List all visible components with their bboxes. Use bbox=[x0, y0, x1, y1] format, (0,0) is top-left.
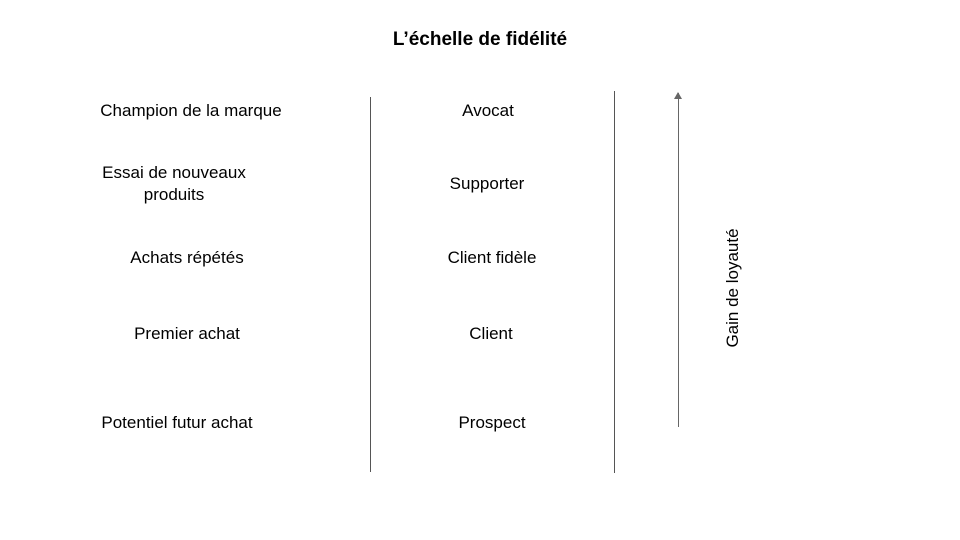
arrow-up-icon bbox=[674, 92, 682, 99]
behavior-label: Premier achat bbox=[134, 324, 240, 343]
stage-label: Prospect bbox=[458, 413, 526, 432]
divider-left bbox=[370, 97, 371, 472]
axis-label: Gain de loyauté bbox=[723, 228, 742, 348]
behavior-label: Champion de la marque bbox=[100, 101, 282, 120]
stage-label: Supporter bbox=[449, 174, 525, 193]
behavior-label: Essai de nouveaux produits bbox=[102, 163, 246, 204]
divider-right bbox=[614, 91, 615, 473]
stage-label: Client fidèle bbox=[447, 248, 537, 267]
behavior-label: Achats répétés bbox=[130, 248, 244, 267]
stage-label: Avocat bbox=[462, 101, 514, 120]
slide-title: L’échelle de fidélité bbox=[392, 29, 568, 50]
loyalty-arrow bbox=[678, 93, 679, 427]
behavior-label: Potentiel futur achat bbox=[101, 413, 253, 432]
stage-label: Client bbox=[469, 324, 513, 343]
